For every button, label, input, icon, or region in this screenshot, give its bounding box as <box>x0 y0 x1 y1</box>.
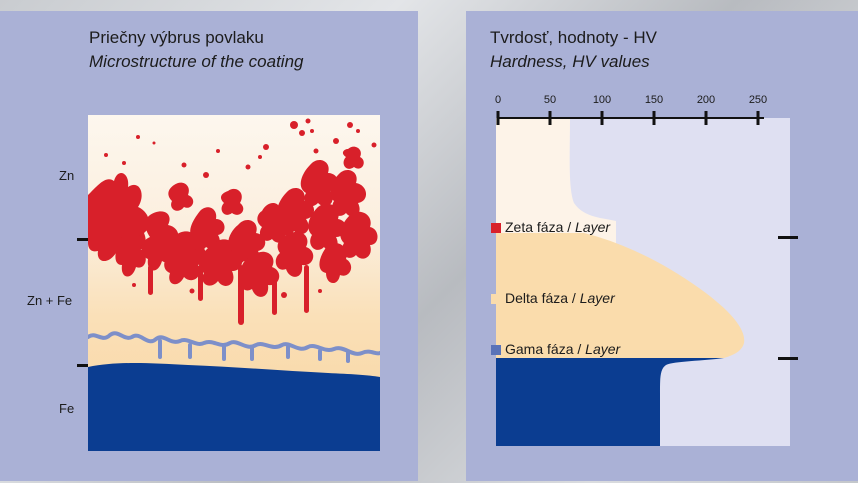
zn-fe-label: Zn + Fe <box>27 293 73 308</box>
scale-label-0: 0 <box>495 94 501 106</box>
legend-gamma-sk: Gama fáza / <box>505 341 582 357</box>
hardness-scale: 0 50 100 150 200 250 <box>495 94 767 125</box>
eta-region <box>496 118 616 253</box>
scale-label-200: 200 <box>697 94 715 106</box>
right-fe-boundary-marker <box>778 357 798 360</box>
legend-delta: Delta fáza / Layer <box>491 290 615 306</box>
scale-label-50: 50 <box>544 94 556 106</box>
microstructure-image <box>88 115 380 451</box>
legend-zeta-swatch <box>491 223 501 233</box>
legend-zeta-en: Layer <box>575 219 611 235</box>
legend-zeta-sk: Zeta fáza / <box>505 219 572 235</box>
legend-delta-en: Layer <box>579 290 615 306</box>
zeta-crystals <box>88 118 378 325</box>
scale-label-100: 100 <box>593 94 611 106</box>
legend-gamma-swatch <box>491 345 501 355</box>
hardness-panel: Tvrdosť, hodnoty - HV Hardness, HV value… <box>466 11 858 481</box>
legend-gamma: Gama fáza / Layer <box>491 341 620 357</box>
hardness-title-sk: Tvrdosť, hodnoty - HV <box>490 28 657 47</box>
right-zn-boundary-marker <box>778 236 798 239</box>
legend-zeta: Zeta fáza / Layer <box>491 219 610 235</box>
hardness-title-en: Hardness, HV values <box>490 52 650 71</box>
zn-boundary-marker <box>77 238 97 241</box>
fe-boundary-marker <box>77 364 97 367</box>
scale-label-250: 250 <box>749 94 767 106</box>
scale-label-150: 150 <box>645 94 663 106</box>
steel-substrate <box>88 363 380 451</box>
microstructure-panel: Priečny výbrus povlaku Microstructure of… <box>0 11 418 481</box>
gamma-layer-spikes <box>158 339 350 363</box>
zn-label: Zn <box>59 168 75 183</box>
legend-delta-swatch <box>491 294 501 304</box>
gamma-layer-line <box>88 331 380 356</box>
microstructure-title-en: Microstructure of the coating <box>89 52 304 71</box>
microstructure-title-sk: Priečny výbrus povlaku <box>89 28 264 47</box>
steel-region <box>496 358 724 446</box>
legend-delta-sk: Delta fáza / <box>505 290 576 306</box>
fe-label: Fe <box>59 401 75 416</box>
legend-gamma-en: Layer <box>585 341 621 357</box>
delta-region <box>496 233 745 358</box>
hardness-diagram: 0 50 100 150 200 250 <box>495 94 790 446</box>
